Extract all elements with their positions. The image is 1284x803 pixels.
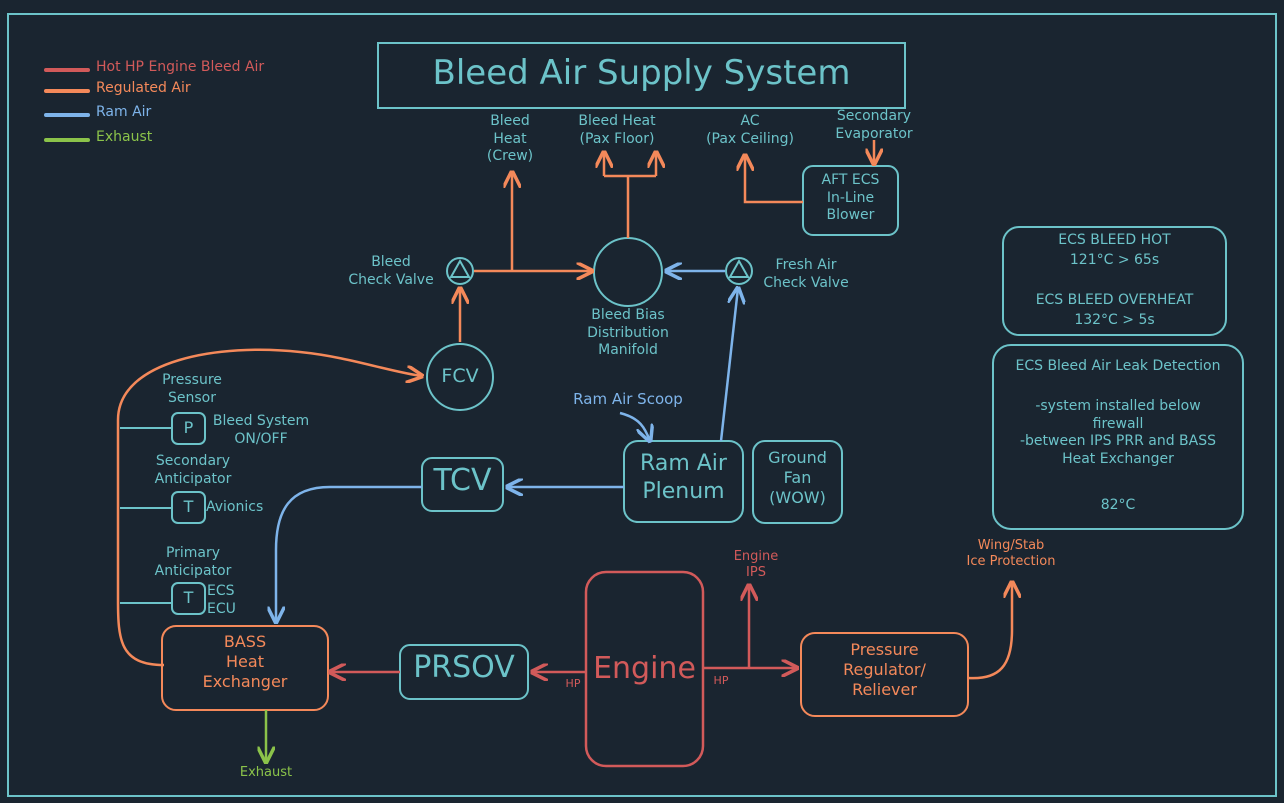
engine-ips-label: Engine IPS [733, 549, 779, 581]
legend-swatch [44, 113, 90, 117]
leak-detection-body: -system installed below firewall -betwee… [1019, 398, 1217, 467]
secondary-evaporator-label: Secondary Evaporator [835, 108, 913, 142]
pressure-sensor-label: Pressure Sensor [162, 372, 222, 406]
t-sensor-box-2 [171, 582, 206, 615]
exhaust-label: Exhaust [239, 765, 293, 780]
legend-label: Ram Air [96, 104, 152, 120]
secondary-anticipator-label: Secondary Anticipator [154, 453, 232, 487]
bleed-heat-pax-label: Bleed Heat (Pax Floor) [578, 113, 656, 147]
manifold-circle [593, 237, 663, 307]
fcv-circle [426, 343, 494, 411]
aft-ecs-label: AFT ECS In-Line Blower [821, 172, 880, 223]
title-box [377, 42, 906, 109]
ram-air-plenum-label: Ram Air Plenum [640, 451, 727, 504]
legend-swatch [44, 138, 90, 142]
bleed-check-valve-label: Bleed Check Valve [348, 254, 434, 288]
fresh-air-check-valve-icon [725, 257, 753, 285]
bass-box [161, 625, 329, 711]
alert-hot-line1: ECS BLEED HOT [1058, 232, 1171, 248]
legend-label: Exhaust [96, 129, 153, 145]
wing-stab-label: Wing/Stab Ice Protection [966, 538, 1056, 570]
alert-overheat-line2: 132°C > 5s [1074, 312, 1155, 328]
page-title: Bleed Air Supply System [432, 53, 851, 93]
pressure-regulator-label: Pressure Regulator/ Reliever [843, 640, 926, 699]
legend-label: Hot HP Engine Bleed Air [96, 59, 265, 75]
ram-air-scoop-label: Ram Air Scoop [573, 390, 683, 408]
primary-anticipator-label: Primary Anticipator [154, 545, 232, 579]
ram-air-lines [276, 271, 738, 622]
alert-overheat-line1: ECS BLEED OVERHEAT [1035, 292, 1194, 308]
ecs-ecu-label: ECS ECU [207, 583, 236, 617]
fresh-air-check-valve-label: Fresh Air Check Valve [763, 257, 849, 291]
sensor-taps [120, 427, 172, 604]
alert-hot-line2: 121°C > 65s [1069, 252, 1160, 268]
legend-label: Regulated Air [96, 80, 191, 96]
ground-fan-box [752, 440, 843, 524]
hp-left-label: HP [565, 677, 581, 690]
tcv-box [421, 457, 504, 512]
aft-ecs-box [802, 165, 899, 236]
hot-bleed-lines [330, 585, 797, 672]
leak-detection-title: ECS Bleed Air Leak Detection [1015, 358, 1221, 374]
legend-swatch [44, 89, 90, 93]
manifold-label: Bleed Bias Distribution Manifold [587, 307, 669, 358]
tcv-label: TCV [433, 463, 492, 498]
ac-pax-label: AC (Pax Ceiling) [706, 113, 794, 147]
t-sensor-letter-2: T [183, 588, 194, 607]
legend-swatch [44, 68, 90, 72]
hp-right-label: HP [713, 674, 729, 687]
bleed-heat-crew-label: Bleed Heat (Crew) [486, 113, 534, 164]
pressure-regulator-box [800, 632, 969, 717]
regulated-air-lines [116, 140, 1012, 680]
t-sensor-letter-1: T [183, 497, 194, 516]
ram-air-plenum-box [623, 440, 744, 523]
leak-detection-temp: 82°C [1100, 497, 1136, 513]
fcv-label: FCV [441, 365, 479, 387]
bleed-check-valve-icon [446, 257, 474, 285]
prsov-label: PRSOV [413, 650, 515, 685]
engine-label: Engine [593, 651, 696, 686]
p-sensor-letter: P [183, 418, 194, 437]
bleed-system-label: Bleed System ON/OFF [212, 413, 310, 447]
ground-fan-label: Ground Fan (WOW) [768, 448, 827, 507]
leak-box [992, 344, 1244, 530]
outer-frame [7, 13, 1277, 797]
avionics-label: Avionics [206, 499, 264, 515]
bass-label: BASS Heat Exchanger [202, 632, 288, 691]
alert-box [1002, 226, 1227, 336]
